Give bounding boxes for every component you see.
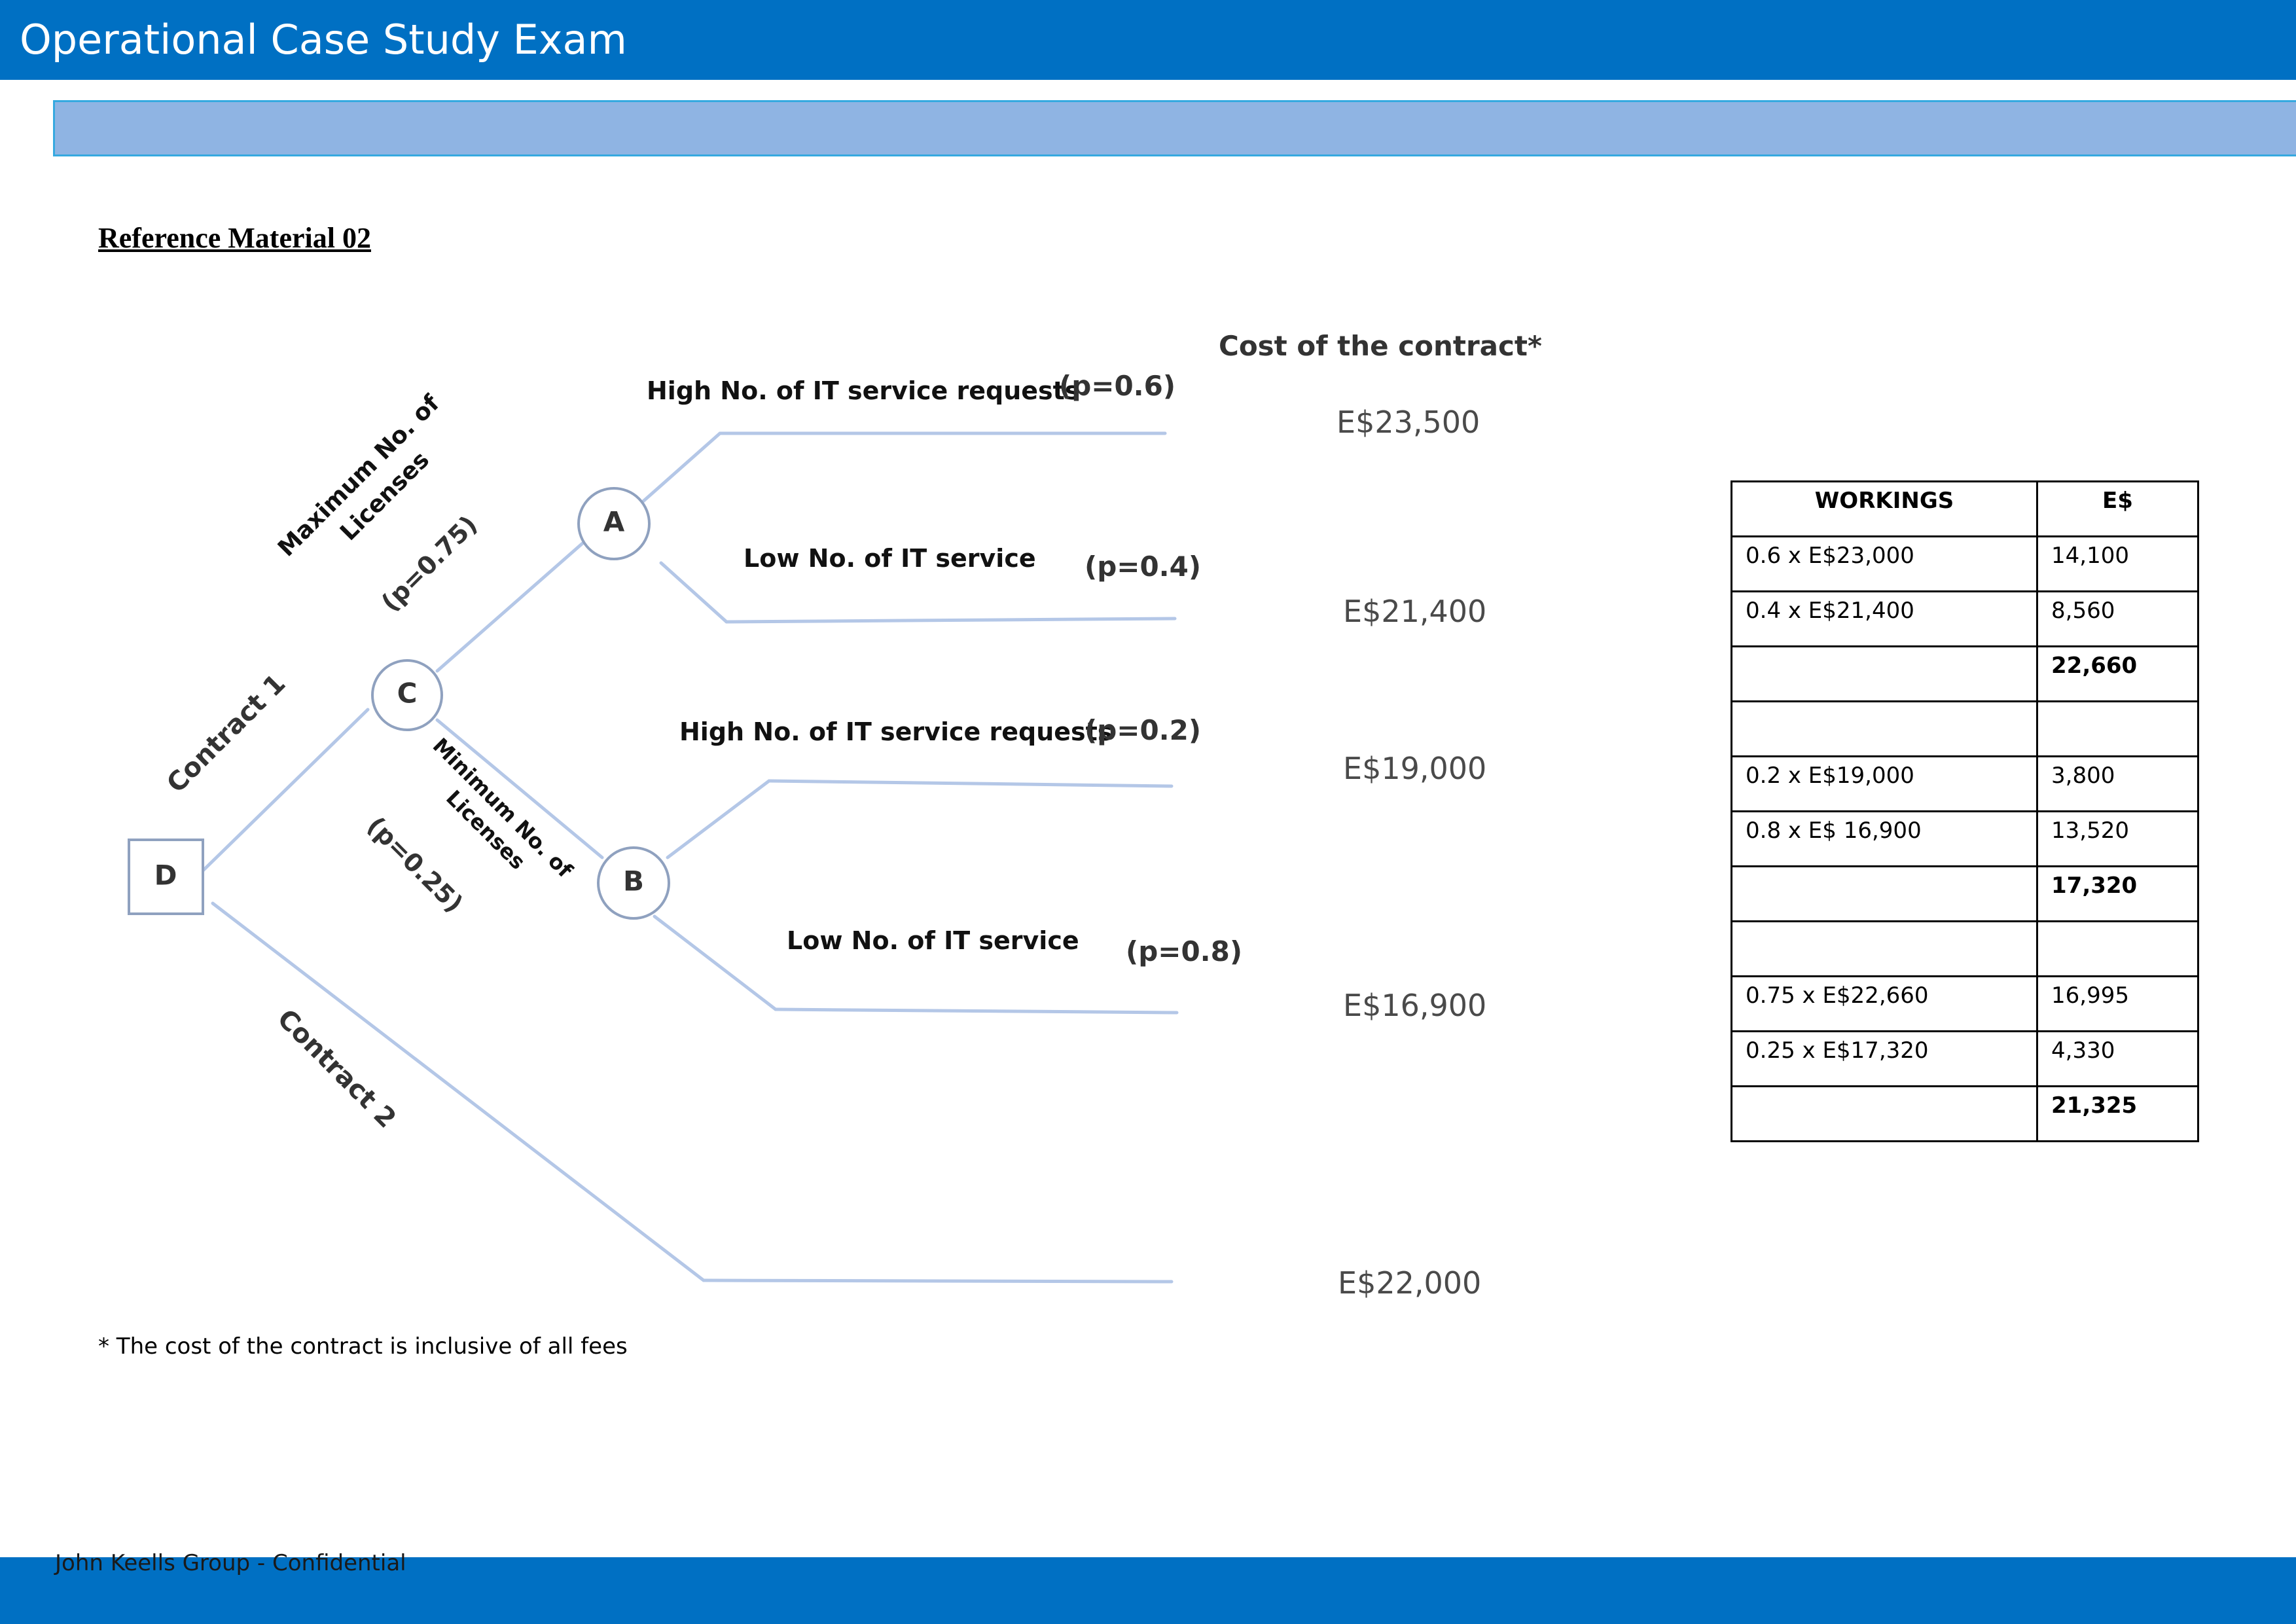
cost-b-high: E$19,000 — [1343, 751, 1486, 786]
branch-b-high-line — [666, 779, 771, 859]
working-label-cell: 0.4 x E$21,400 — [1731, 590, 2038, 647]
branch-contract1-line — [198, 708, 370, 876]
working-value-cell — [2036, 920, 2199, 977]
working-value-cell: 17,320 — [2036, 865, 2199, 922]
working-label-cell — [1731, 865, 2038, 922]
decision-node-d — [128, 839, 204, 915]
node-label-b: B — [623, 865, 644, 897]
working-label-cell — [1731, 645, 2038, 702]
a-low-prob: (p=0.4) — [1085, 550, 1201, 583]
branch-contract2-line — [211, 901, 706, 1282]
max-licenses-prob: (p=0.75) — [376, 510, 483, 617]
a-low-label: Low No. of IT service — [744, 544, 1036, 573]
header-bar — [0, 0, 2296, 80]
a-high-prob: (p=0.6) — [1059, 370, 1175, 402]
working-value-cell: 21,325 — [2036, 1085, 2199, 1142]
working-value-cell: 14,100 — [2036, 535, 2199, 592]
min-licenses-prob: (p=0.25) — [361, 811, 469, 918]
working-value-cell: 16,995 — [2036, 975, 2199, 1032]
working-value-cell: 13,520 — [2036, 810, 2199, 867]
footer-bar — [0, 1557, 2296, 1624]
node-label-c: C — [397, 677, 418, 710]
working-value-cell: 8,560 — [2036, 590, 2199, 647]
value-header: E$ — [2036, 480, 2199, 537]
cost-header: Cost of the contract* — [1219, 330, 1542, 362]
table-row: 22,660 — [1731, 645, 2199, 702]
cost-a-high: E$23,500 — [1336, 405, 1480, 440]
branch-min-licenses-line — [435, 718, 604, 859]
footnote: * The cost of the contract is inclusive … — [98, 1333, 628, 1360]
table-row — [1731, 920, 2199, 977]
contract1-label: Contract 1 — [161, 668, 291, 799]
branch-b-low-line — [653, 914, 778, 1011]
cost-contract2: E$22,000 — [1338, 1265, 1481, 1301]
working-label-cell: 0.25 x E$17,320 — [1731, 1030, 2038, 1087]
working-value-cell: 4,330 — [2036, 1030, 2199, 1087]
chance-node-b — [597, 846, 670, 920]
reference-title: Reference Material 02 — [98, 222, 371, 254]
table-row: 17,320 — [1731, 865, 2199, 922]
chance-node-a — [577, 487, 651, 560]
branch-max-licenses-line — [435, 541, 584, 673]
chance-node-c — [371, 659, 443, 731]
working-label-cell: 0.8 x E$ 16,900 — [1731, 810, 2038, 867]
table-header-row: WORKINGS E$ — [1731, 480, 2199, 537]
working-label-cell: 0.75 x E$22,660 — [1731, 975, 2038, 1032]
footer-text: John Keells Group - Confidential — [55, 1550, 406, 1576]
b-low-label: Low No. of IT service — [787, 926, 1079, 955]
table-row — [1731, 700, 2199, 757]
workings-header: WORKINGS — [1731, 480, 2038, 537]
working-value-cell — [2036, 700, 2199, 757]
b-high-terminal-line — [767, 779, 1174, 788]
node-label-d: D — [154, 859, 177, 892]
working-value-cell: 3,800 — [2036, 755, 2199, 812]
branch-a-high-line — [638, 431, 722, 506]
branch-a-low-line — [659, 561, 728, 624]
cost-a-low: E$21,400 — [1343, 594, 1486, 629]
sub-header-bar — [53, 100, 2296, 156]
decision-tree: D C A B Cost of the contract* Contract 1… — [128, 330, 1542, 1301]
contract2-label: Contract 2 — [272, 1003, 402, 1134]
a-high-label: High No. of IT service requests — [647, 376, 1079, 405]
working-label-cell — [1731, 920, 2038, 977]
b-low-terminal-line — [774, 1007, 1179, 1015]
working-value-cell: 22,660 — [2036, 645, 2199, 702]
b-low-prob: (p=0.8) — [1126, 935, 1242, 967]
cost-b-low: E$16,900 — [1343, 988, 1486, 1023]
node-label-a: A — [603, 506, 625, 538]
working-label-cell: 0.6 x E$23,000 — [1731, 535, 2038, 592]
table-row: 21,325 — [1731, 1085, 2199, 1142]
b-high-label: High No. of IT service requests — [679, 717, 1112, 746]
page-title: Operational Case Study Exam — [20, 16, 627, 63]
b-high-prob: (p=0.2) — [1085, 714, 1201, 746]
working-label-cell — [1731, 1085, 2038, 1142]
contract2-terminal-line — [702, 1278, 1174, 1284]
a-low-terminal-line — [725, 617, 1177, 624]
working-label-cell: 0.2 x E$19,000 — [1731, 755, 2038, 812]
working-label-cell — [1731, 700, 2038, 757]
